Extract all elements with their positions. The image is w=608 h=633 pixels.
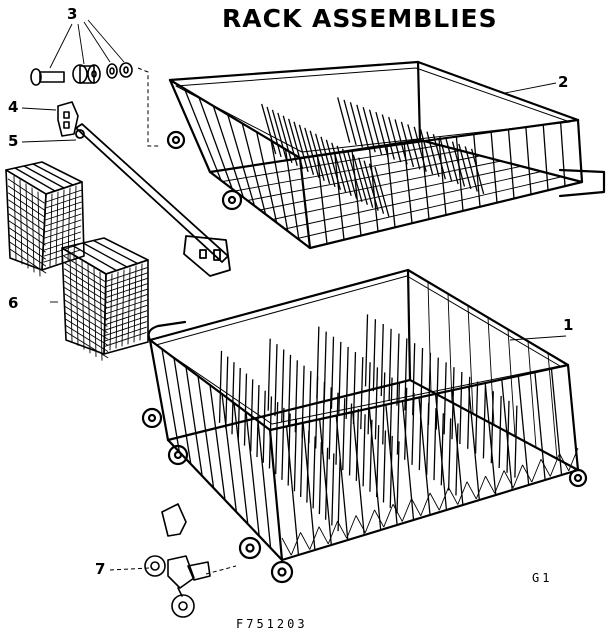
callout-6: 6 [8, 294, 18, 312]
callout-5: 5 [8, 132, 18, 150]
figure-code: F751203 [236, 617, 308, 631]
support-bar [75, 123, 231, 277]
sheet-code: G1 [532, 571, 552, 585]
lower-rack [141, 268, 588, 584]
callout-3: 3 [67, 5, 77, 23]
rack-clip [57, 101, 79, 137]
screw-washer-set [30, 62, 133, 86]
callout-1: 1 [563, 316, 573, 334]
silverware-basket-left [5, 161, 85, 277]
callout-labels: 1 2 3 4 5 6 7 [8, 5, 573, 578]
callout-4: 4 [8, 98, 18, 116]
leader-lines [21, 19, 567, 575]
callout-2: 2 [558, 73, 568, 91]
silverware-basket-right [61, 237, 149, 361]
upper-rack [166, 60, 606, 250]
diagram-title: RACK ASSEMBLIES [222, 4, 498, 33]
callout-7: 7 [95, 560, 105, 578]
roller-assembly [144, 503, 211, 618]
